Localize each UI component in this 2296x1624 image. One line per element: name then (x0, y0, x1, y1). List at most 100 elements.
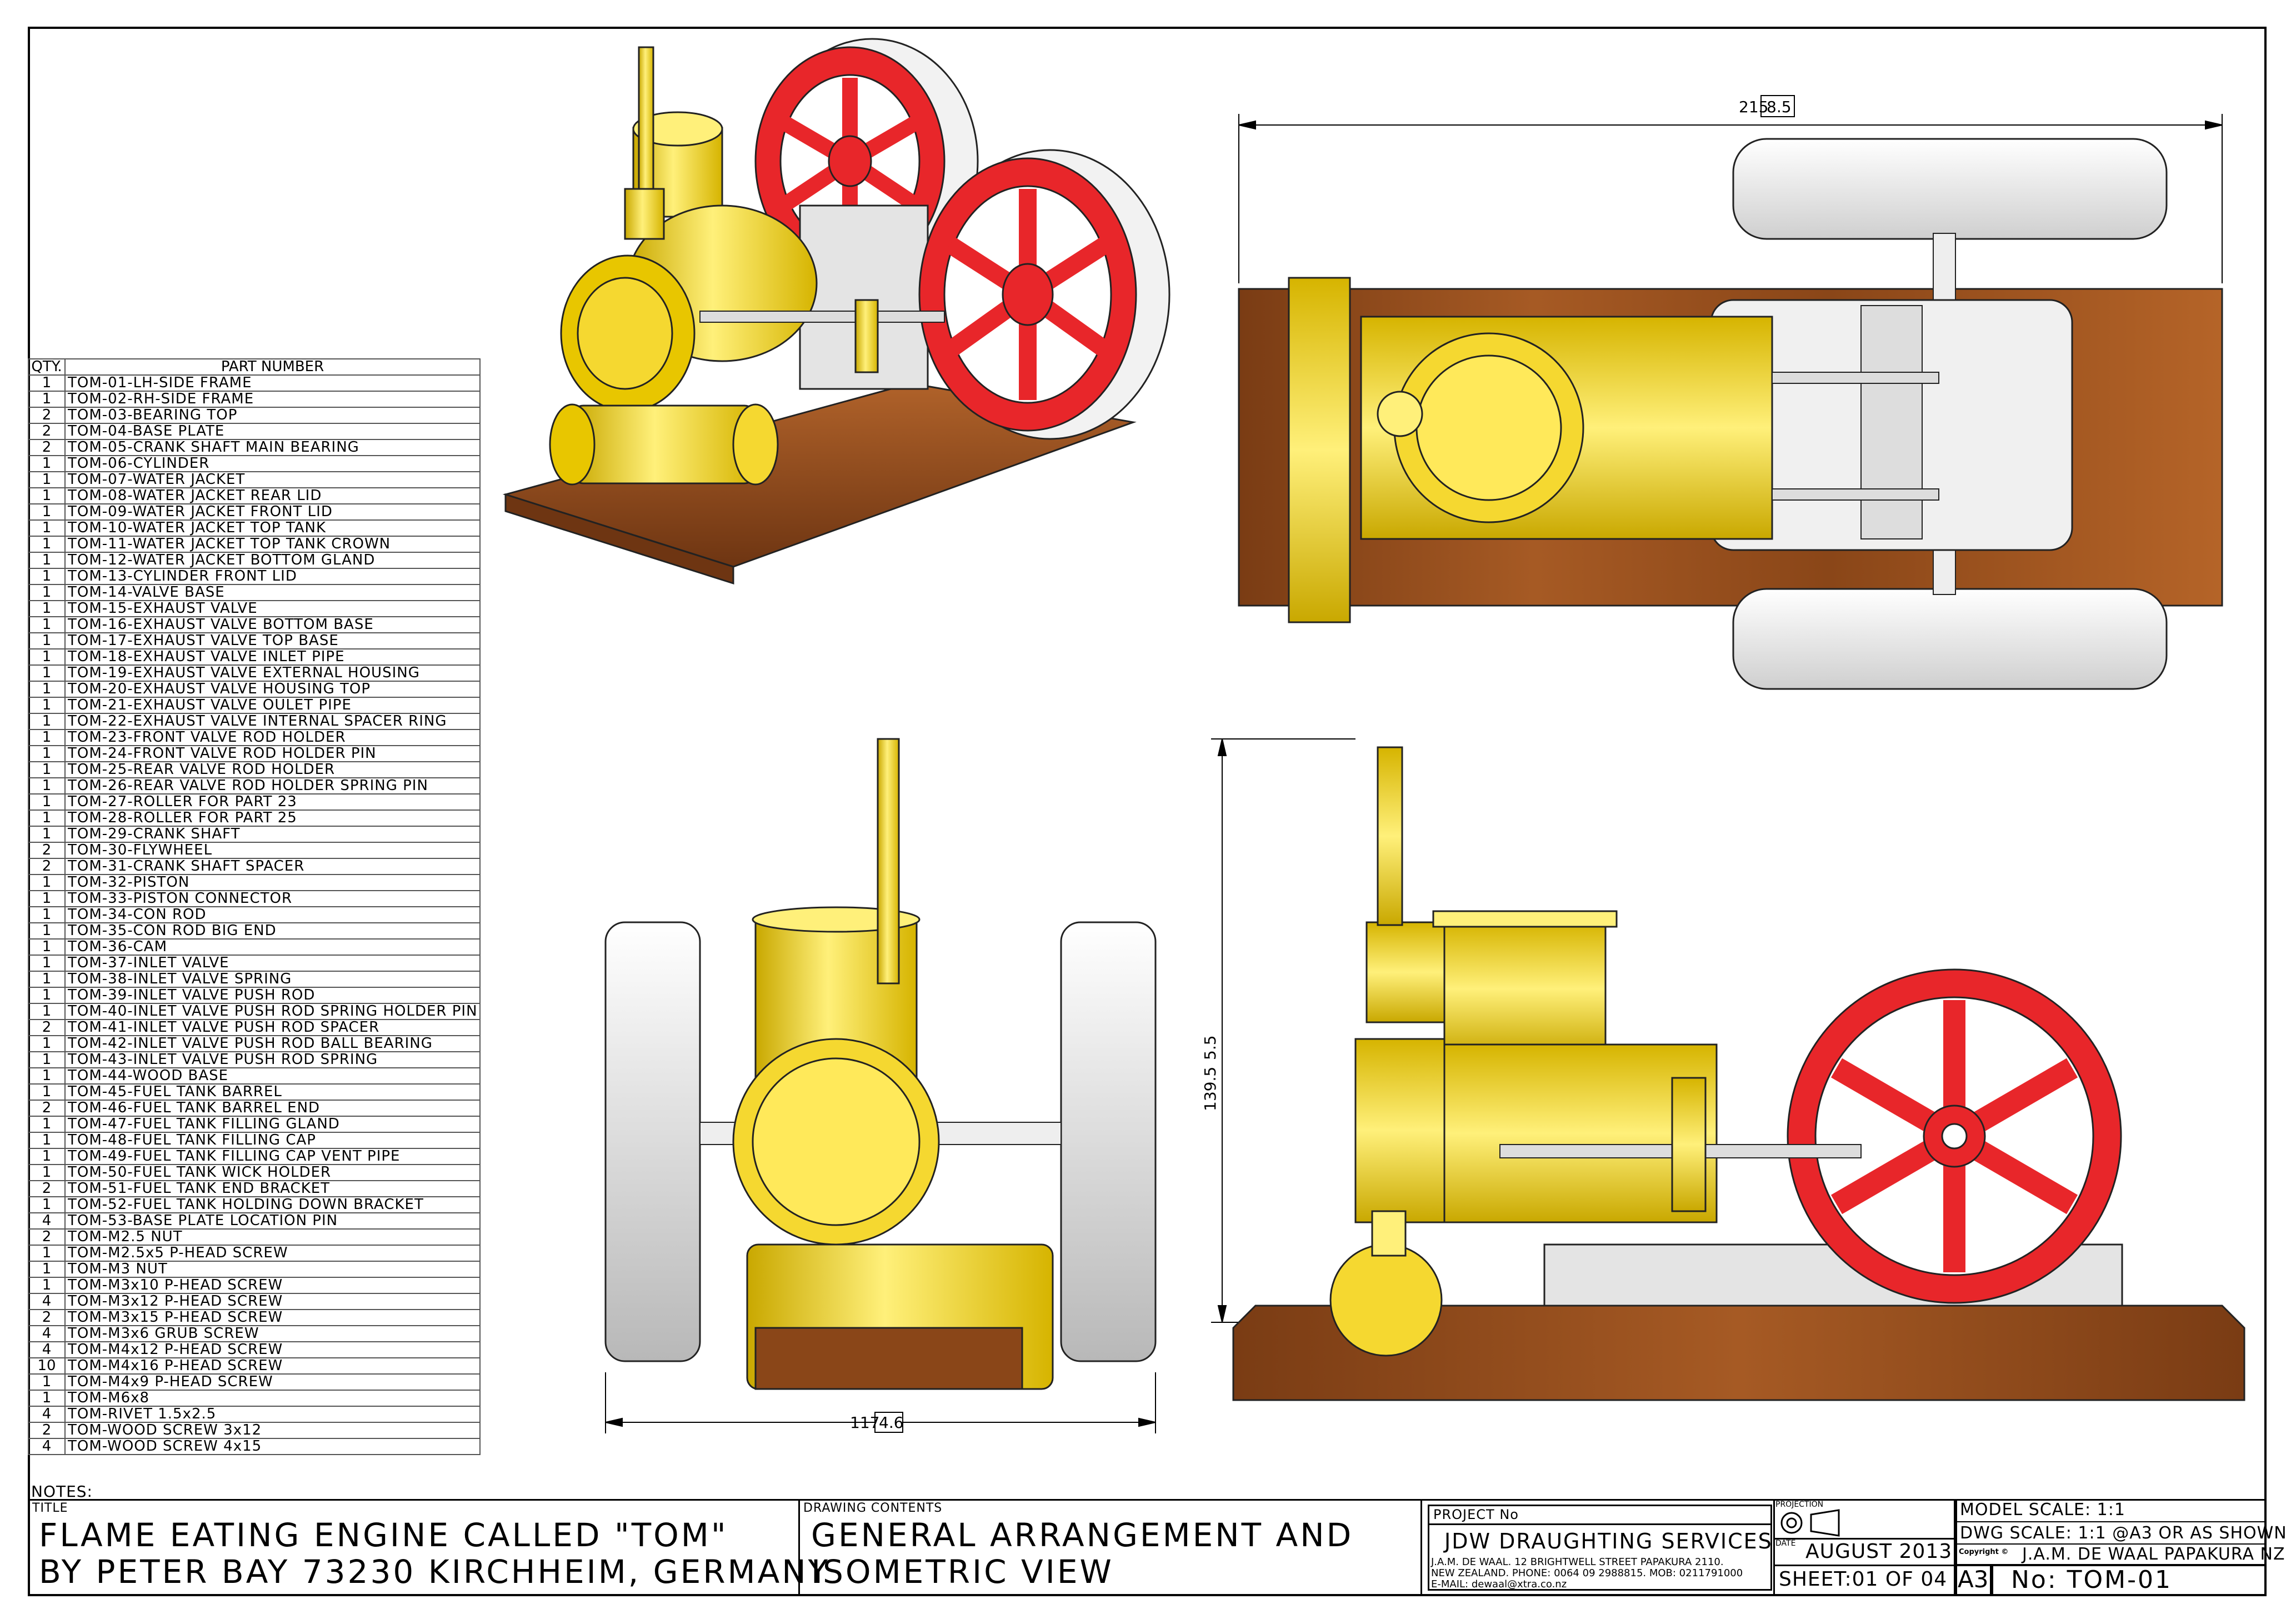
part-qty: 1 (28, 1196, 66, 1213)
parts-list-header: QTY. PART NUMBER (28, 358, 481, 376)
part-qty: 1 (28, 1261, 66, 1278)
contents-label: DRAWING CONTENTS (803, 1501, 943, 1515)
part-number: TOM-24-FRONT VALVE ROD HOLDER PIN (64, 745, 481, 762)
sheet-size: A3 (1958, 1566, 1989, 1593)
dwg-scale: DWG SCALE: 1:1 @A3 OR AS SHOWN (1960, 1523, 2287, 1543)
part-qty: 1 (28, 536, 66, 553)
part-number: TOM-42-INLET VALVE PUSH ROD BALL BEARING (64, 1035, 481, 1052)
contents-line-2: ISOMETRIC VIEW (811, 1553, 1114, 1591)
part-number: TOM-07-WATER JACKET (64, 471, 481, 488)
front-left-flywheel (604, 921, 701, 1362)
part-number: TOM-25-REAR VALVE ROD HOLDER (64, 761, 481, 778)
part-number: TOM-M4x12 P-HEAD SCREW (64, 1341, 481, 1358)
part-number: TOM-04-BASE PLATE (64, 423, 481, 440)
part-number: TOM-53-BASE PLATE LOCATION PIN (64, 1212, 481, 1230)
front-view: 117 4.6 (604, 738, 1157, 1433)
part-number: TOM-06-CYLINDER (64, 455, 481, 472)
iso-front-flywheel (918, 149, 1170, 440)
part-number: TOM-15-EXHAUST VALVE (64, 600, 481, 617)
top-width-mm: 215 (1739, 98, 1768, 116)
part-qty: 1 (28, 890, 66, 907)
part-number: TOM-52-FUEL TANK HOLDING DOWN BRACKET (64, 1196, 481, 1213)
part-qty: 1 (28, 568, 66, 585)
part-number: TOM-44-WOOD BASE (64, 1067, 481, 1085)
part-qty: 1 (28, 519, 66, 537)
part-number: TOM-01-LH-SIDE FRAME (64, 374, 481, 392)
part-qty: 1 (28, 632, 66, 649)
notes-label: NOTES: (31, 1482, 93, 1501)
part-qty: 2 (28, 1228, 66, 1246)
part-qty: 1 (28, 713, 66, 730)
part-qty: 1 (28, 826, 66, 843)
part-qty: 1 (28, 971, 66, 988)
part-number: TOM-36-CAM (64, 938, 481, 956)
part-qty: 1 (28, 1003, 66, 1020)
part-number: TOM-M4x16 P-HEAD SCREW (64, 1357, 481, 1375)
contents-line-1: GENERAL ARRANGEMENT AND (811, 1516, 1354, 1554)
part-number: TOM-49-FUEL TANK FILLING CAP VENT PIPE (64, 1148, 481, 1165)
project-label: PROJECT No (1433, 1507, 1519, 1522)
part-qty: 1 (28, 1051, 66, 1068)
part-qty: 1 (28, 455, 66, 472)
part-number: TOM-18-EXHAUST VALVE INLET PIPE (64, 648, 481, 666)
part-number: TOM-50-FUEL TANK WICK HOLDER (64, 1164, 481, 1181)
part-number: TOM-41-INLET VALVE PUSH ROD SPACER (64, 1019, 481, 1036)
part-number: TOM-17-EXHAUST VALVE TOP BASE (64, 632, 481, 649)
part-qty: 1 (28, 600, 66, 617)
part-number: TOM-20-EXHAUST VALVE HOUSING TOP (64, 681, 481, 698)
part-qty: 4 (28, 1406, 66, 1423)
part-number: TOM-13-CYLINDER FRONT LID (64, 568, 481, 585)
projection-symbol-icon (1780, 1509, 1840, 1537)
company-address-1: J.A.M. DE WAAL. 12 BRIGHTWELL STREET PAP… (1431, 1556, 1724, 1568)
part-number: TOM-WOOD SCREW 4x15 (64, 1438, 481, 1455)
part-qty: 1 (28, 1132, 66, 1149)
part-qty: 2 (28, 407, 66, 424)
front-width-mm: 117 (850, 1413, 879, 1432)
part-number: TOM-46-FUEL TANK BARREL END (64, 1100, 481, 1117)
part-number: TOM-10-WATER JACKET TOP TANK (64, 519, 481, 537)
part-number: TOM-45-FUEL TANK BARREL (64, 1083, 481, 1101)
iso-engine-body (560, 46, 945, 412)
part-number: TOM-03-BEARING TOP (64, 407, 481, 424)
part-qty: 1 (28, 1373, 66, 1391)
part-number: TOM-26-REAR VALVE ROD HOLDER SPRING PIN (64, 777, 481, 794)
model-scale: MODEL SCALE: 1:1 (1960, 1500, 2125, 1520)
company-address-2: NEW ZEALAND. PHONE: 0064 09 2988815. MOB… (1431, 1567, 1743, 1579)
part-qty: 1 (28, 552, 66, 569)
part-qty: 1 (28, 938, 66, 956)
part-qty: 1 (28, 906, 66, 923)
part-number: TOM-48-FUEL TANK FILLING CAP (64, 1132, 481, 1149)
part-qty: 4 (28, 1293, 66, 1310)
part-qty: 1 (28, 681, 66, 698)
